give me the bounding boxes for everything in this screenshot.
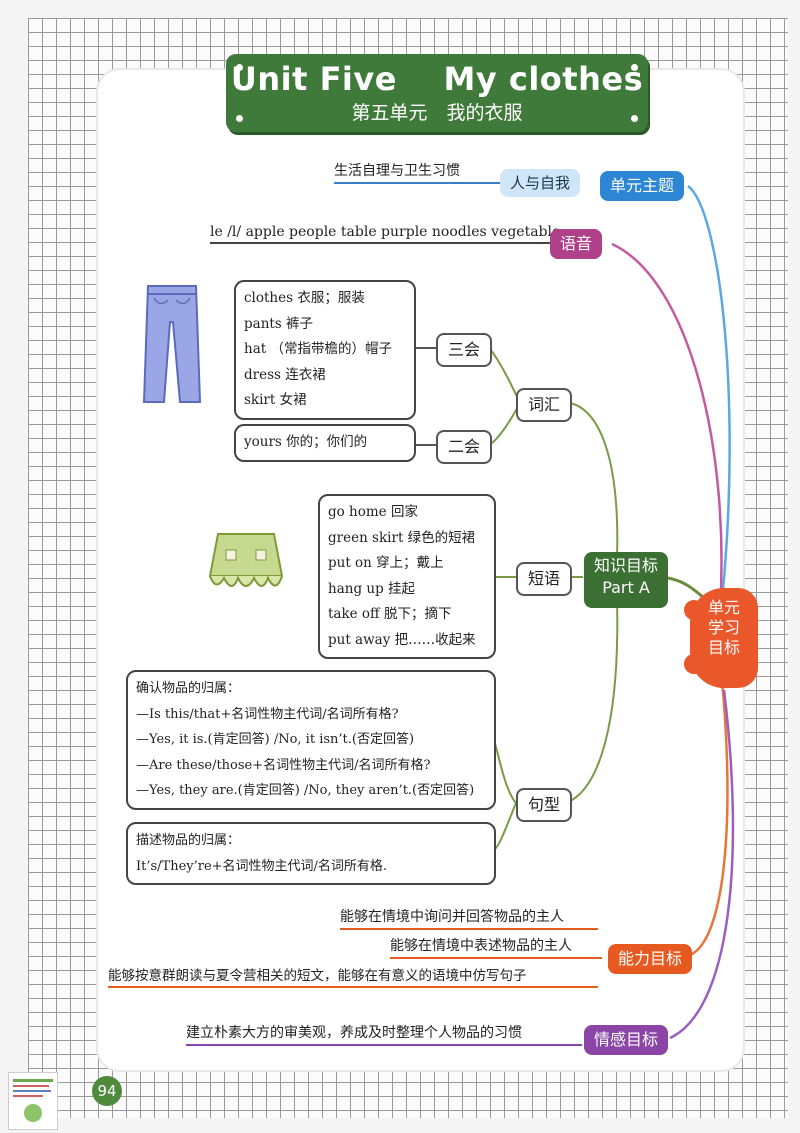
phrase-item: go home 回家	[328, 504, 418, 520]
skirt-illustration	[208, 533, 284, 587]
vocab-item: hat （常指带檐的）帽子	[244, 341, 392, 357]
ability-item: 能够按意群朗读与夏令营相关的短文，能够在有意义的语境中仿写句子	[108, 964, 598, 988]
hub-line: 目标	[707, 638, 740, 657]
sentence-line: —Is this/that+名词性物主代词/名词所有格?	[136, 706, 399, 722]
banner-dot	[631, 115, 638, 122]
sentence-line: —Are these/those+名词性物主代词/名词所有格?	[136, 757, 431, 773]
sentence-line: —Yes, they are.(肯定回答) /No, they aren’t.(…	[136, 783, 475, 798]
page-number: 94	[92, 1076, 122, 1106]
sentence-box-confirm: 确认物品的归属： —Is this/that+名词性物主代词/名词所有格? —Y…	[126, 670, 496, 810]
vocab-item: pants 裤子	[244, 315, 314, 332]
vocab-sanhui-box: clothes 衣服；服装 pants 裤子 hat （常指带檐的）帽子 dre…	[234, 280, 416, 420]
unit-title-banner: Unit Five My clothes 第五单元 我的衣服	[226, 54, 648, 132]
vocab-erhui-box: yours 你的；你们的	[234, 424, 416, 462]
phrases-box: go home 回家 green skirt 绿色的短裙 put on 穿上；戴…	[318, 494, 496, 659]
emotion-text: 建立朴素大方的审美观，养成及时整理个人物品的习惯	[186, 1022, 582, 1046]
emotion-node: 情感目标	[584, 1025, 669, 1055]
vocab-node: 词汇	[516, 388, 573, 422]
phrase-item: green skirt 绿色的短裙	[328, 529, 476, 546]
vocab-item: skirt 女裙	[244, 392, 307, 408]
vocab-item: dress 连衣裙	[244, 366, 326, 383]
sanhui-node: 三会	[436, 333, 493, 367]
phrase-item: put on 穿上；戴上	[328, 555, 444, 571]
knowledge-part: Part A	[602, 578, 650, 597]
sentence-line: 描述物品的归属：	[136, 833, 241, 848]
pants-illustration	[142, 285, 202, 403]
unit-title: Unit Five My clothes	[230, 60, 644, 98]
ability-node: 能力目标	[608, 944, 693, 974]
knowledge-node: 知识目标 Part A	[584, 552, 669, 608]
phonics-text: le /l/ apple people table purple noodles…	[210, 224, 560, 244]
banner-dot	[236, 64, 243, 71]
banner-dot	[236, 115, 243, 122]
phrase-item: take off 脱下；摘下	[328, 606, 452, 622]
ability-item: 能够在情境中询问并回答物品的主人	[340, 906, 598, 930]
vocab-item: clothes 衣服；服装	[244, 290, 365, 306]
theme-sub-node: 人与自我	[500, 169, 581, 197]
vocab-item: yours 你的；你们的	[244, 434, 368, 450]
publisher-stamp-image	[8, 1072, 58, 1130]
sentences-node: 句型	[516, 788, 573, 822]
unit-subtitle: 第五单元 我的衣服	[351, 102, 523, 124]
banner-dot	[631, 64, 638, 71]
phonics-node: 语音	[550, 229, 603, 259]
erhui-node: 二会	[436, 430, 493, 464]
hub-line: 单元	[707, 598, 740, 617]
sentence-line: It’s/They’re+名词性物主代词/名词所有格.	[136, 858, 388, 874]
phrase-item: put away 把……收起来	[328, 631, 476, 648]
phrase-item: hang up 挂起	[328, 580, 415, 597]
sentence-line: —Yes, it is.(肯定回答) /No, it isn’t.(否定回答)	[136, 732, 415, 747]
learning-goals-hub: 单元 学习 目标	[684, 588, 758, 688]
hub-line: 学习	[707, 618, 740, 637]
ability-item: 能够在情境中表述物品的主人	[390, 935, 602, 959]
phrases-node: 短语	[516, 562, 573, 596]
theme-text: 生活自理与卫生习惯	[334, 160, 502, 184]
sentence-box-describe: 描述物品的归属： It’s/They’re+名词性物主代词/名词所有格.	[126, 822, 496, 885]
knowledge-title: 知识目标	[594, 556, 659, 575]
sentence-line: 确认物品的归属：	[136, 681, 241, 696]
stamp-icon	[13, 1079, 53, 1122]
theme-node: 单元主题	[600, 171, 685, 201]
